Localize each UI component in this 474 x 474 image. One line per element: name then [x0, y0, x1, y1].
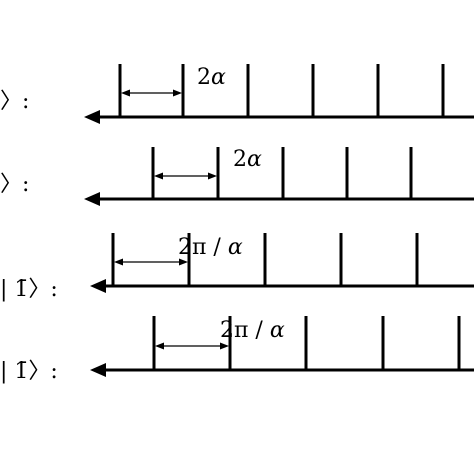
row-4-axis — [90, 363, 474, 377]
row-3: | 1̄〉: 2π / α — [0, 233, 474, 302]
row-3-dim-arrow-right-icon — [179, 258, 188, 266]
row-2-spacing-coef: 2 — [233, 147, 247, 172]
row-2-axis — [84, 192, 474, 206]
row-1-axis — [84, 110, 474, 124]
row-2-arrowhead-left-icon — [84, 192, 100, 206]
row-3-spacing-label: 2π / α — [115, 235, 292, 260]
row-4-dim-arrow-right-icon — [220, 342, 229, 350]
row-4-state-label: | 1̄〉: — [0, 359, 58, 384]
row-1-spacing-label: 2α — [134, 65, 275, 90]
row-2-ticks — [151, 147, 413, 199]
row-4: | 1̄〉: 2π / α — [0, 316, 474, 384]
row-3-arrowhead-left-icon — [90, 279, 106, 293]
row-2-dim-arrow-right-icon — [208, 172, 217, 180]
row-1-dim-arrow-left-icon — [121, 89, 130, 97]
row-1: 〉: 2α — [0, 64, 474, 124]
row-2-state-label: 〉: — [0, 172, 29, 197]
row-3-spacing-sym: α — [228, 235, 243, 260]
row-1-arrowhead-left-icon — [84, 110, 100, 124]
row-4-spacing-slash: / — [248, 318, 269, 343]
row-3-ticks — [111, 233, 419, 286]
row-2-spacing-sym: α — [247, 147, 262, 172]
row-1-spacing-sym: α — [211, 65, 226, 90]
row-1-ticks — [118, 64, 445, 117]
row-4-arrowhead-left-icon — [90, 363, 106, 377]
row-3-axis — [90, 279, 474, 293]
row-3-spacing-slash: / — [206, 235, 227, 260]
row-2-spacing-label: 2α — [170, 147, 311, 172]
row-3-state-label: | 1̄〉: — [0, 277, 58, 302]
row-4-spacing-indicator: 2π / α — [155, 318, 334, 350]
row-3-spacing-indicator: 2π / α — [114, 235, 292, 266]
row-2: 〉: 2α — [0, 147, 474, 206]
row-1-state-label: 〉: — [0, 89, 29, 114]
row-3-spacing-coef: 2π — [178, 235, 206, 260]
row-1-spacing-indicator: 2α — [121, 65, 275, 97]
row-2-dim-arrow-left-icon — [154, 172, 163, 180]
row-4-ticks — [152, 316, 461, 370]
row-2-spacing-indicator: 2α — [154, 147, 311, 180]
row-4-spacing-coef: 2π — [220, 318, 248, 343]
row-4-spacing-sym: α — [270, 318, 285, 343]
row-3-dim-arrow-left-icon — [114, 258, 123, 266]
row-4-dim-arrow-left-icon — [155, 342, 164, 350]
row-4-spacing-label: 2π / α — [157, 318, 334, 343]
row-1-spacing-coef: 2 — [197, 65, 211, 90]
row-1-dim-arrow-right-icon — [173, 89, 182, 97]
